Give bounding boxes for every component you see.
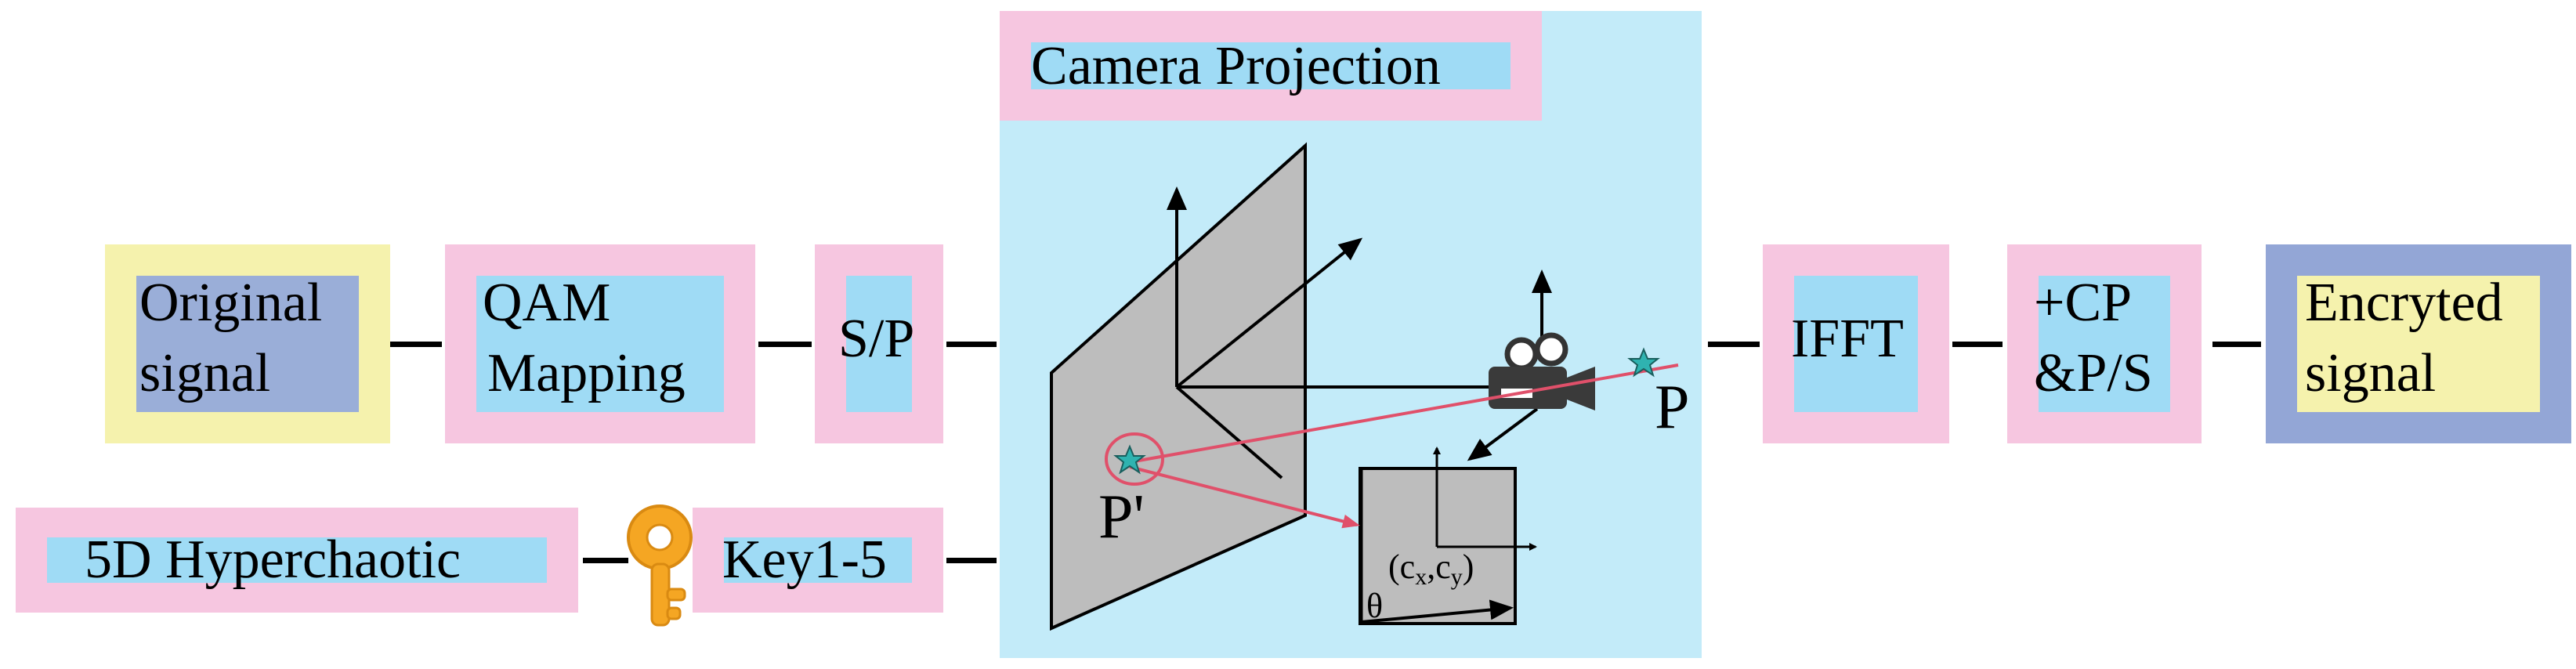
- hyperchaotic-inner: [47, 537, 547, 583]
- connector-line: [758, 342, 812, 347]
- original-signal-block: Original signal: [105, 244, 390, 443]
- connector-line: [946, 558, 997, 563]
- axis-y: [1175, 237, 1363, 389]
- encrypted-signal-inner: [2297, 276, 2540, 412]
- sp-label: S/P: [838, 309, 915, 369]
- ifft-inner: [1794, 276, 1918, 412]
- key-inner: [724, 537, 912, 583]
- sp-block: S/P: [815, 244, 943, 443]
- qam-mapping-line2: Mapping: [487, 343, 686, 403]
- connector-line: [1952, 342, 2003, 347]
- ifft-label: IFFT: [1791, 309, 1904, 369]
- cp-ps-line1: +CP: [2034, 273, 2133, 333]
- cp-ps-inner: [2039, 276, 2170, 412]
- original-signal-inner: [136, 276, 359, 412]
- point-p-prime-label: P': [1098, 483, 1145, 551]
- connector-line: [946, 342, 997, 347]
- original-signal-line2: signal: [139, 343, 271, 403]
- key-icon: [627, 504, 693, 627]
- cp-ps-line2: &P/S: [2034, 343, 2153, 403]
- qam-mapping-line1: QAM: [483, 273, 611, 333]
- encrypted-signal-line2: signal: [2305, 343, 2437, 403]
- projection-ray: [1129, 363, 1679, 464]
- camera-projection-title: Camera Projection: [1031, 36, 1441, 96]
- star-icon: [1113, 444, 1146, 475]
- ifft-block: IFFT: [1763, 244, 1949, 443]
- encrypted-signal-block: Encryted signal: [2266, 244, 2571, 443]
- camera-projection-title-inner: [1031, 42, 1511, 89]
- hyperchaotic-block: 5D Hyperchaotic: [16, 508, 578, 613]
- connector-line: [583, 558, 628, 563]
- original-signal-line1: Original: [139, 273, 323, 333]
- projection-highlight: [1105, 432, 1164, 486]
- theta-label: θ: [1366, 587, 1383, 625]
- encrypted-signal-line1: Encryted: [2305, 273, 2503, 333]
- projection-ray-to-sensor: [1129, 465, 1360, 529]
- sp-inner: [846, 276, 912, 412]
- principal-point-label: (cx,cy): [1388, 548, 1474, 590]
- cp-ps-block: +CP &P/S: [2007, 244, 2202, 443]
- connector-line: [390, 342, 442, 347]
- video-camera-icon: [1489, 332, 1595, 410]
- key-block: Key1-5: [693, 508, 943, 613]
- key-label: Key1-5: [722, 530, 887, 590]
- qam-mapping-block: QAM Mapping: [445, 244, 755, 443]
- axis-down: [1175, 385, 1283, 479]
- qam-mapping-inner: [476, 276, 724, 412]
- point-p-label: P: [1655, 373, 1690, 442]
- connector-line: [2212, 342, 2261, 347]
- hyperchaotic-label: 5D Hyperchaotic: [85, 530, 461, 590]
- camera-axis-down: [1467, 407, 1539, 461]
- star-icon: [1627, 347, 1660, 378]
- camera-projection-diagram: P P' θ (cx,cy): [1050, 142, 1690, 631]
- sensor-tilt: [1361, 599, 1514, 624]
- camera-projection-title-box: Camera Projection: [1000, 11, 1542, 121]
- connector-line: [1708, 342, 1760, 347]
